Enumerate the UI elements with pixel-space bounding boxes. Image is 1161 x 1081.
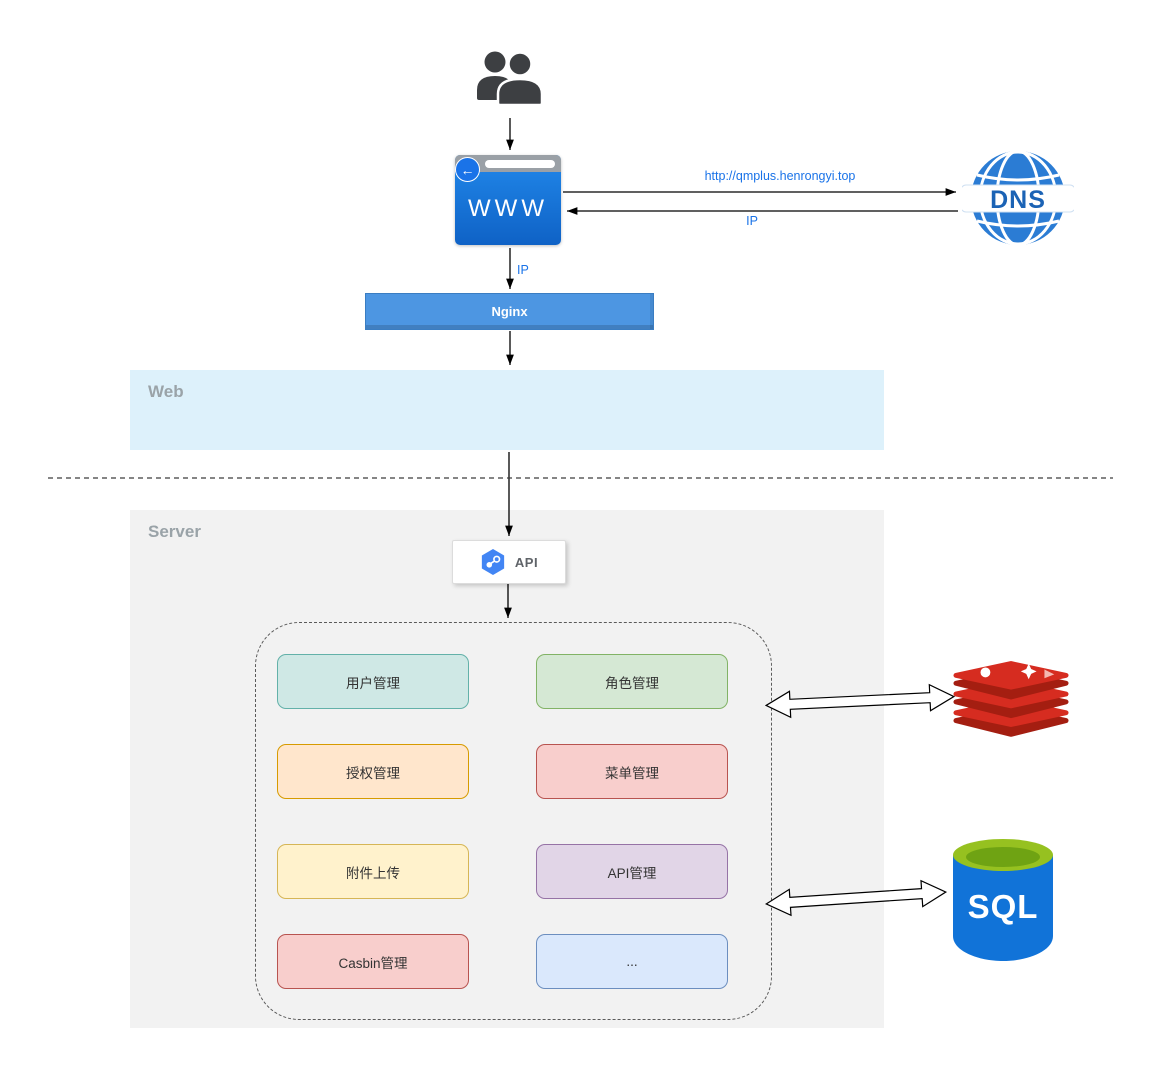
nginx-label: Nginx xyxy=(491,304,528,319)
module-box-menu-management: 菜单管理 xyxy=(536,744,728,799)
edge-label-dns-ip: IP xyxy=(746,214,758,228)
edge-label-browser-ip: IP xyxy=(517,263,529,277)
module-box-role-management: 角色管理 xyxy=(536,654,728,709)
web-zone-label: Web xyxy=(148,382,184,401)
module-box-casbin-management: Casbin管理 xyxy=(277,934,469,989)
module-label: 授权管理 xyxy=(346,765,400,781)
api-node: API xyxy=(452,540,566,584)
server-zone-label: Server xyxy=(148,522,201,541)
module-box-user-management: 用户管理 xyxy=(277,654,469,709)
dns-label: DNS xyxy=(990,186,1046,214)
web-zone: Web xyxy=(130,370,884,450)
dns-globe-icon xyxy=(962,149,1074,247)
module-label: API管理 xyxy=(607,865,657,881)
nginx-node: Nginx xyxy=(365,293,654,330)
edge-label-request-url: http://qmplus.henrongyi.top xyxy=(704,169,856,183)
browser-address-bar xyxy=(485,160,555,168)
browser-titlebar xyxy=(455,155,561,172)
back-arrow-icon: ← xyxy=(455,157,480,182)
api-label: API xyxy=(514,554,539,570)
users-icon xyxy=(477,51,544,107)
module-label: Casbin管理 xyxy=(338,955,408,971)
module-box-api-management: API管理 xyxy=(536,844,728,899)
module-group-container xyxy=(255,622,772,1020)
redis-icon xyxy=(953,661,1069,737)
module-box-more: ... xyxy=(536,934,728,989)
module-box-authorization-management: 授权管理 xyxy=(277,744,469,799)
browser-label: WWW xyxy=(468,195,548,222)
browser-icon: ← WWW xyxy=(455,155,561,245)
api-hexagon-icon xyxy=(481,549,505,575)
module-box-attachment-upload: 附件上传 xyxy=(277,844,469,899)
module-label: 角色管理 xyxy=(605,675,659,691)
sql-label: SQL xyxy=(967,888,1039,925)
module-label: 菜单管理 xyxy=(605,765,659,781)
module-label: ... xyxy=(626,954,638,969)
sql-database-icon xyxy=(953,839,1053,961)
module-label: 附件上传 xyxy=(346,865,400,881)
back-arrow-glyph: ← xyxy=(460,161,475,178)
module-label: 用户管理 xyxy=(346,675,400,691)
